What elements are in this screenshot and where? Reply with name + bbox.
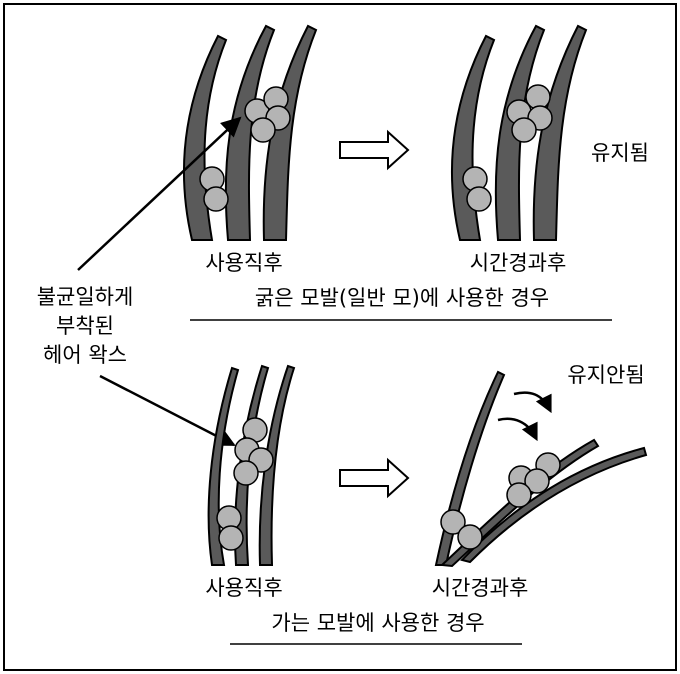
callout-arrow-bottom: [99, 374, 236, 447]
top-before-hair-group: [183, 24, 318, 241]
wax-particle: [466, 186, 492, 212]
wax-particle: [440, 509, 466, 535]
wax-particle: [457, 524, 483, 550]
bottom-result-label: 유지안됨: [567, 363, 644, 387]
top-before-label: 사용직후: [205, 251, 282, 275]
top-result-label: 유지됨: [591, 141, 649, 165]
callout-line-2: 부착된: [56, 314, 114, 338]
bottom-after-hair-group: [434, 370, 648, 568]
top-after-label: 시간경과후: [470, 251, 567, 275]
wax-particle: [511, 117, 537, 143]
outer-frame: [3, 3, 677, 671]
hair-strand: [460, 446, 648, 564]
callout-line-1: 불균일하게: [37, 285, 134, 309]
wax-particle: [233, 460, 259, 486]
hair-strand: [532, 24, 588, 241]
hair-strand: [258, 364, 296, 566]
callout-line-3: 헤어 왁스: [43, 343, 127, 367]
wax-particle: [218, 525, 244, 551]
bottom-caption: 가는 모발에 사용한 경우: [271, 611, 484, 635]
droop-arrow-lower: [497, 417, 538, 442]
wax-particle: [250, 117, 276, 143]
bottom-before-label: 사용직후: [205, 576, 282, 600]
callout-arrow-top: [77, 116, 242, 271]
bottom-after-label: 시간경과후: [432, 576, 529, 600]
droop-arrow-upper: [513, 391, 552, 414]
wax-particle: [506, 482, 532, 508]
wax-particle: [525, 84, 551, 110]
top-after-hair-group: [451, 24, 588, 241]
hair-strand: [234, 364, 270, 566]
hair-strand: [224, 24, 276, 241]
hair-strand: [262, 24, 318, 241]
wax-particle: [524, 468, 550, 494]
top-caption: 굵은 모발(일반 모)에 사용한 경우: [255, 286, 549, 310]
top-transition-arrow: [339, 129, 410, 171]
bottom-transition-arrow: [339, 457, 410, 499]
wax-particle: [203, 186, 229, 212]
bottom-before-hair-group: [207, 364, 296, 566]
